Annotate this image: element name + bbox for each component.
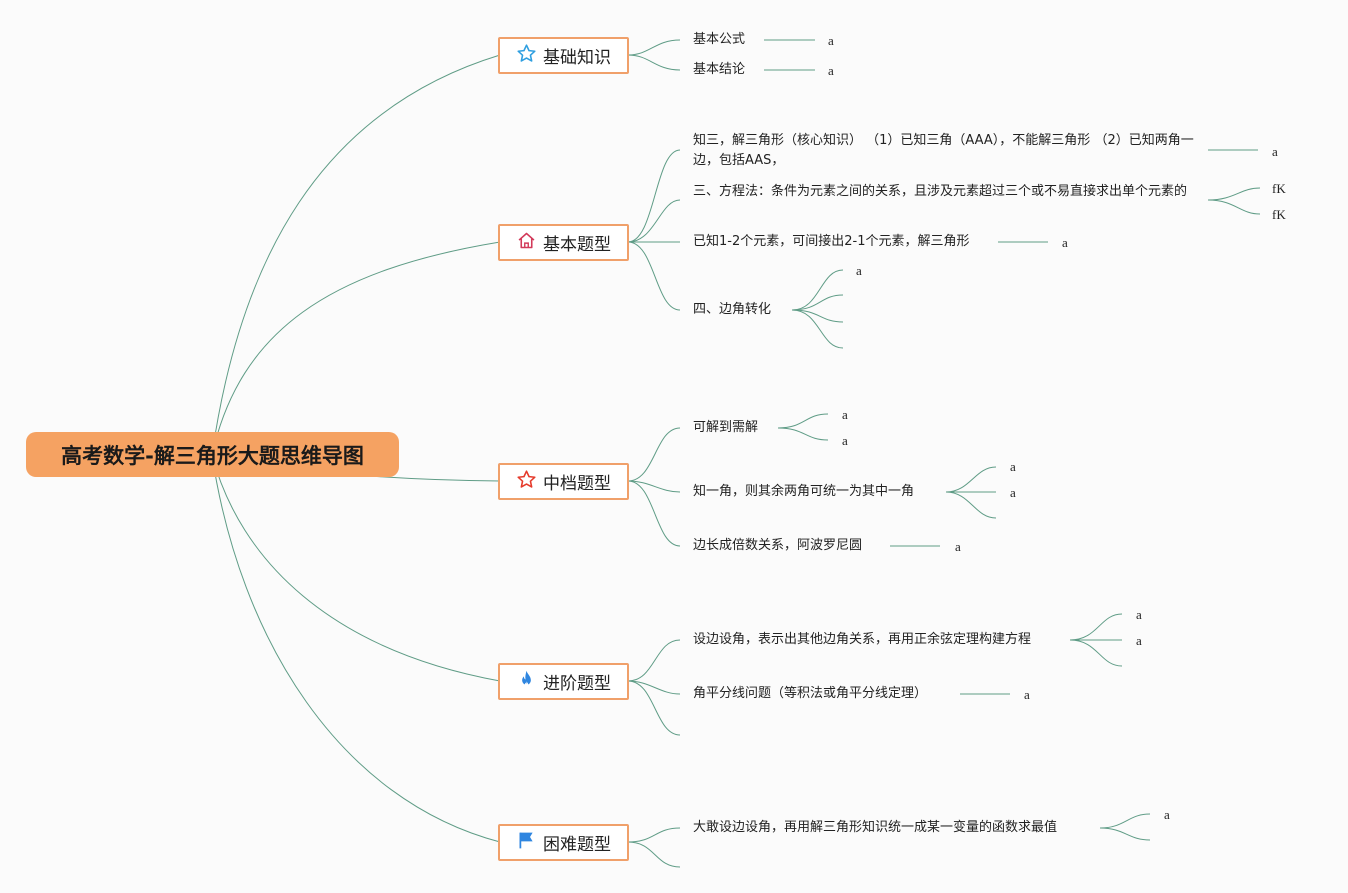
flame-icon [516, 669, 537, 695]
branch-label: 中档题型 [543, 474, 611, 494]
leaf-node[interactable]: a [955, 539, 961, 554]
leaf-node[interactable]: a [828, 63, 834, 78]
topic-indirect-elements[interactable]: 已知1-2个元素，可间接出2-1个元素，解三角形 [693, 234, 970, 249]
branch-basic-types[interactable]: 基本题型 [498, 224, 629, 261]
topic-apollonius-circle[interactable]: 边长成倍数关系，阿波罗尼圆 [693, 538, 863, 553]
topic-basic-conclusion[interactable]: 基本结论 [693, 62, 746, 77]
branch-advanced-types[interactable]: 进阶题型 [498, 663, 629, 700]
topic-angle-bisector[interactable]: 角平分线问题（等积法或角平分线定理） [693, 686, 928, 701]
branch-label: 基本题型 [543, 235, 611, 255]
home-icon [516, 230, 537, 256]
root-topic[interactable]: 高考数学-解三角形大题思维导图 [26, 432, 399, 477]
leaf-node[interactable]: a [1062, 235, 1068, 250]
branch-label: 进阶题型 [543, 674, 611, 694]
branch-difficult-types[interactable]: 困难题型 [498, 824, 629, 861]
leaf-node[interactable]: fK [1272, 207, 1286, 222]
leaf-node[interactable]: a [1164, 807, 1170, 822]
leaf-node[interactable]: fK [1272, 181, 1286, 196]
leaf-node[interactable]: a [1272, 144, 1278, 159]
leaf-node[interactable]: a [1010, 459, 1016, 474]
star-outline-icon [516, 43, 537, 69]
leaf-node[interactable]: a [1010, 485, 1016, 500]
topic-equation-method[interactable]: 三、方程法：条件为元素之间的关系，且涉及元素超过三个或不易直接求出单个元素的 [693, 184, 1188, 199]
topic-know-one-angle[interactable]: 知一角，则其余两角可统一为其中一角 [693, 484, 915, 499]
branch-intermediate-types[interactable]: 中档题型 [498, 463, 629, 500]
branch-label: 基础知识 [543, 48, 611, 68]
topic-know-three[interactable]: 知三，解三角形（核心知识） （1）已知三角（AAA），不能解三角形 （2）已知两… [693, 133, 1194, 168]
leaf-node[interactable]: a [1136, 607, 1142, 622]
branch-basic-knowledge[interactable]: 基础知识 [498, 37, 629, 74]
leaf-node[interactable]: a [1024, 687, 1030, 702]
branch-label: 困难题型 [543, 835, 611, 855]
topic-function-extremum[interactable]: 大敢设边设角，再用解三角形知识统一成某一变量的函数求最值 [693, 820, 1058, 835]
leaf-node[interactable]: a [1136, 633, 1142, 648]
topic-side-angle-conversion[interactable]: 四、边角转化 [693, 302, 772, 317]
topic-basic-formula[interactable]: 基本公式 [693, 32, 746, 47]
leaf-node[interactable]: a [842, 407, 848, 422]
leaf-node[interactable]: a [828, 33, 834, 48]
star-outline-icon [516, 469, 537, 495]
flag-icon [516, 830, 537, 856]
leaf-node[interactable]: a [856, 263, 862, 278]
topic-set-sides-angles[interactable]: 设边设角，表示出其他边角关系，再用正余弦定理构建方程 [693, 632, 1032, 647]
leaf-node[interactable]: a [842, 433, 848, 448]
topic-solvable-to-needed[interactable]: 可解到需解 [693, 420, 759, 435]
